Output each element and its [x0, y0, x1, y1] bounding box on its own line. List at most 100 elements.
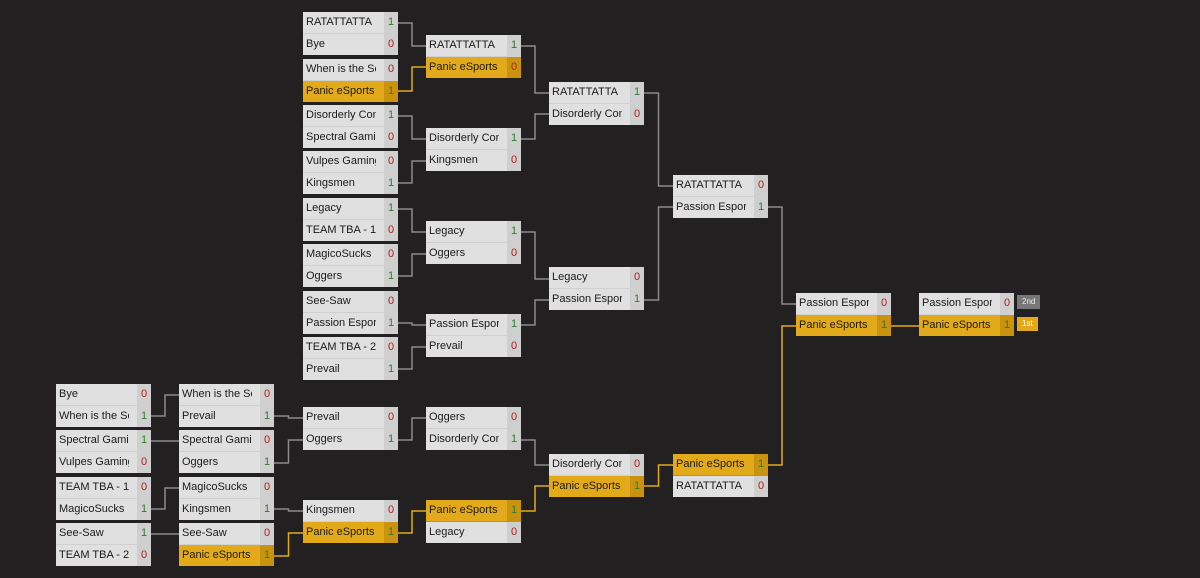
- team-score: 0: [137, 452, 151, 473]
- team-name: Oggers: [306, 433, 343, 445]
- connector-line: [398, 22, 426, 47]
- team-score: 1: [754, 197, 768, 218]
- team-name: Disorderly Conduct: [306, 109, 376, 121]
- team-score: 1: [1000, 315, 1014, 336]
- team-slot[interactable]: Disorderly Conduct1: [426, 128, 521, 150]
- team-slot[interactable]: Disorderly Conduct0: [549, 454, 644, 476]
- team-name: Bye: [59, 388, 78, 400]
- team-name: Panic eSports: [552, 480, 621, 492]
- team-name: Oggers: [306, 270, 343, 282]
- team-slot[interactable]: Passion Esports0: [796, 293, 891, 315]
- team-slot[interactable]: Passion Esports1: [426, 314, 521, 336]
- match-l1-2: Spectral Gaming1Vulpes Gaming 0: [56, 430, 151, 473]
- team-score: 1: [260, 499, 274, 520]
- team-name: TEAM TBA - 1: [59, 481, 129, 493]
- team-slot[interactable]: Panic eSports 1: [179, 545, 274, 566]
- team-score: 1: [384, 12, 398, 33]
- team-name: Kingsmen: [429, 154, 478, 166]
- team-slot[interactable]: Disorderly Conduct0: [549, 104, 644, 125]
- team-name: When is the Scr: [59, 410, 129, 422]
- team-slot[interactable]: Vulpes Gaming 0: [56, 452, 151, 473]
- team-score: 1: [137, 430, 151, 451]
- connector-line: [398, 115, 426, 140]
- team-slot[interactable]: Disorderly Conduct1: [426, 429, 521, 450]
- team-score: 1: [260, 545, 274, 566]
- team-name: Panic eSports: [182, 549, 251, 561]
- team-name: Oggers: [182, 456, 219, 468]
- team-score: 0: [137, 545, 151, 566]
- team-slot[interactable]: Disorderly Conduct1: [303, 105, 398, 127]
- team-name: Panic eSports: [429, 61, 498, 73]
- team-score: 1: [507, 128, 521, 149]
- team-slot[interactable]: Spectral Gaming1: [56, 430, 151, 452]
- team-slot[interactable]: Passion Esports0: [919, 293, 1014, 315]
- team-score: 0: [754, 476, 768, 497]
- team-slot[interactable]: Passion Esports1: [549, 289, 644, 310]
- team-name: Passion Esports: [306, 317, 376, 329]
- connector-line: [768, 325, 796, 466]
- team-score: 1: [137, 523, 151, 544]
- connector-line: [398, 160, 426, 184]
- team-name: Passion Esports: [429, 318, 499, 330]
- team-slot[interactable]: Passion Esports1: [303, 313, 398, 334]
- team-slot[interactable]: Passion Esports1: [673, 197, 768, 218]
- connector-line: [274, 415, 303, 419]
- team-name: Vulpes Gaming: [59, 456, 129, 468]
